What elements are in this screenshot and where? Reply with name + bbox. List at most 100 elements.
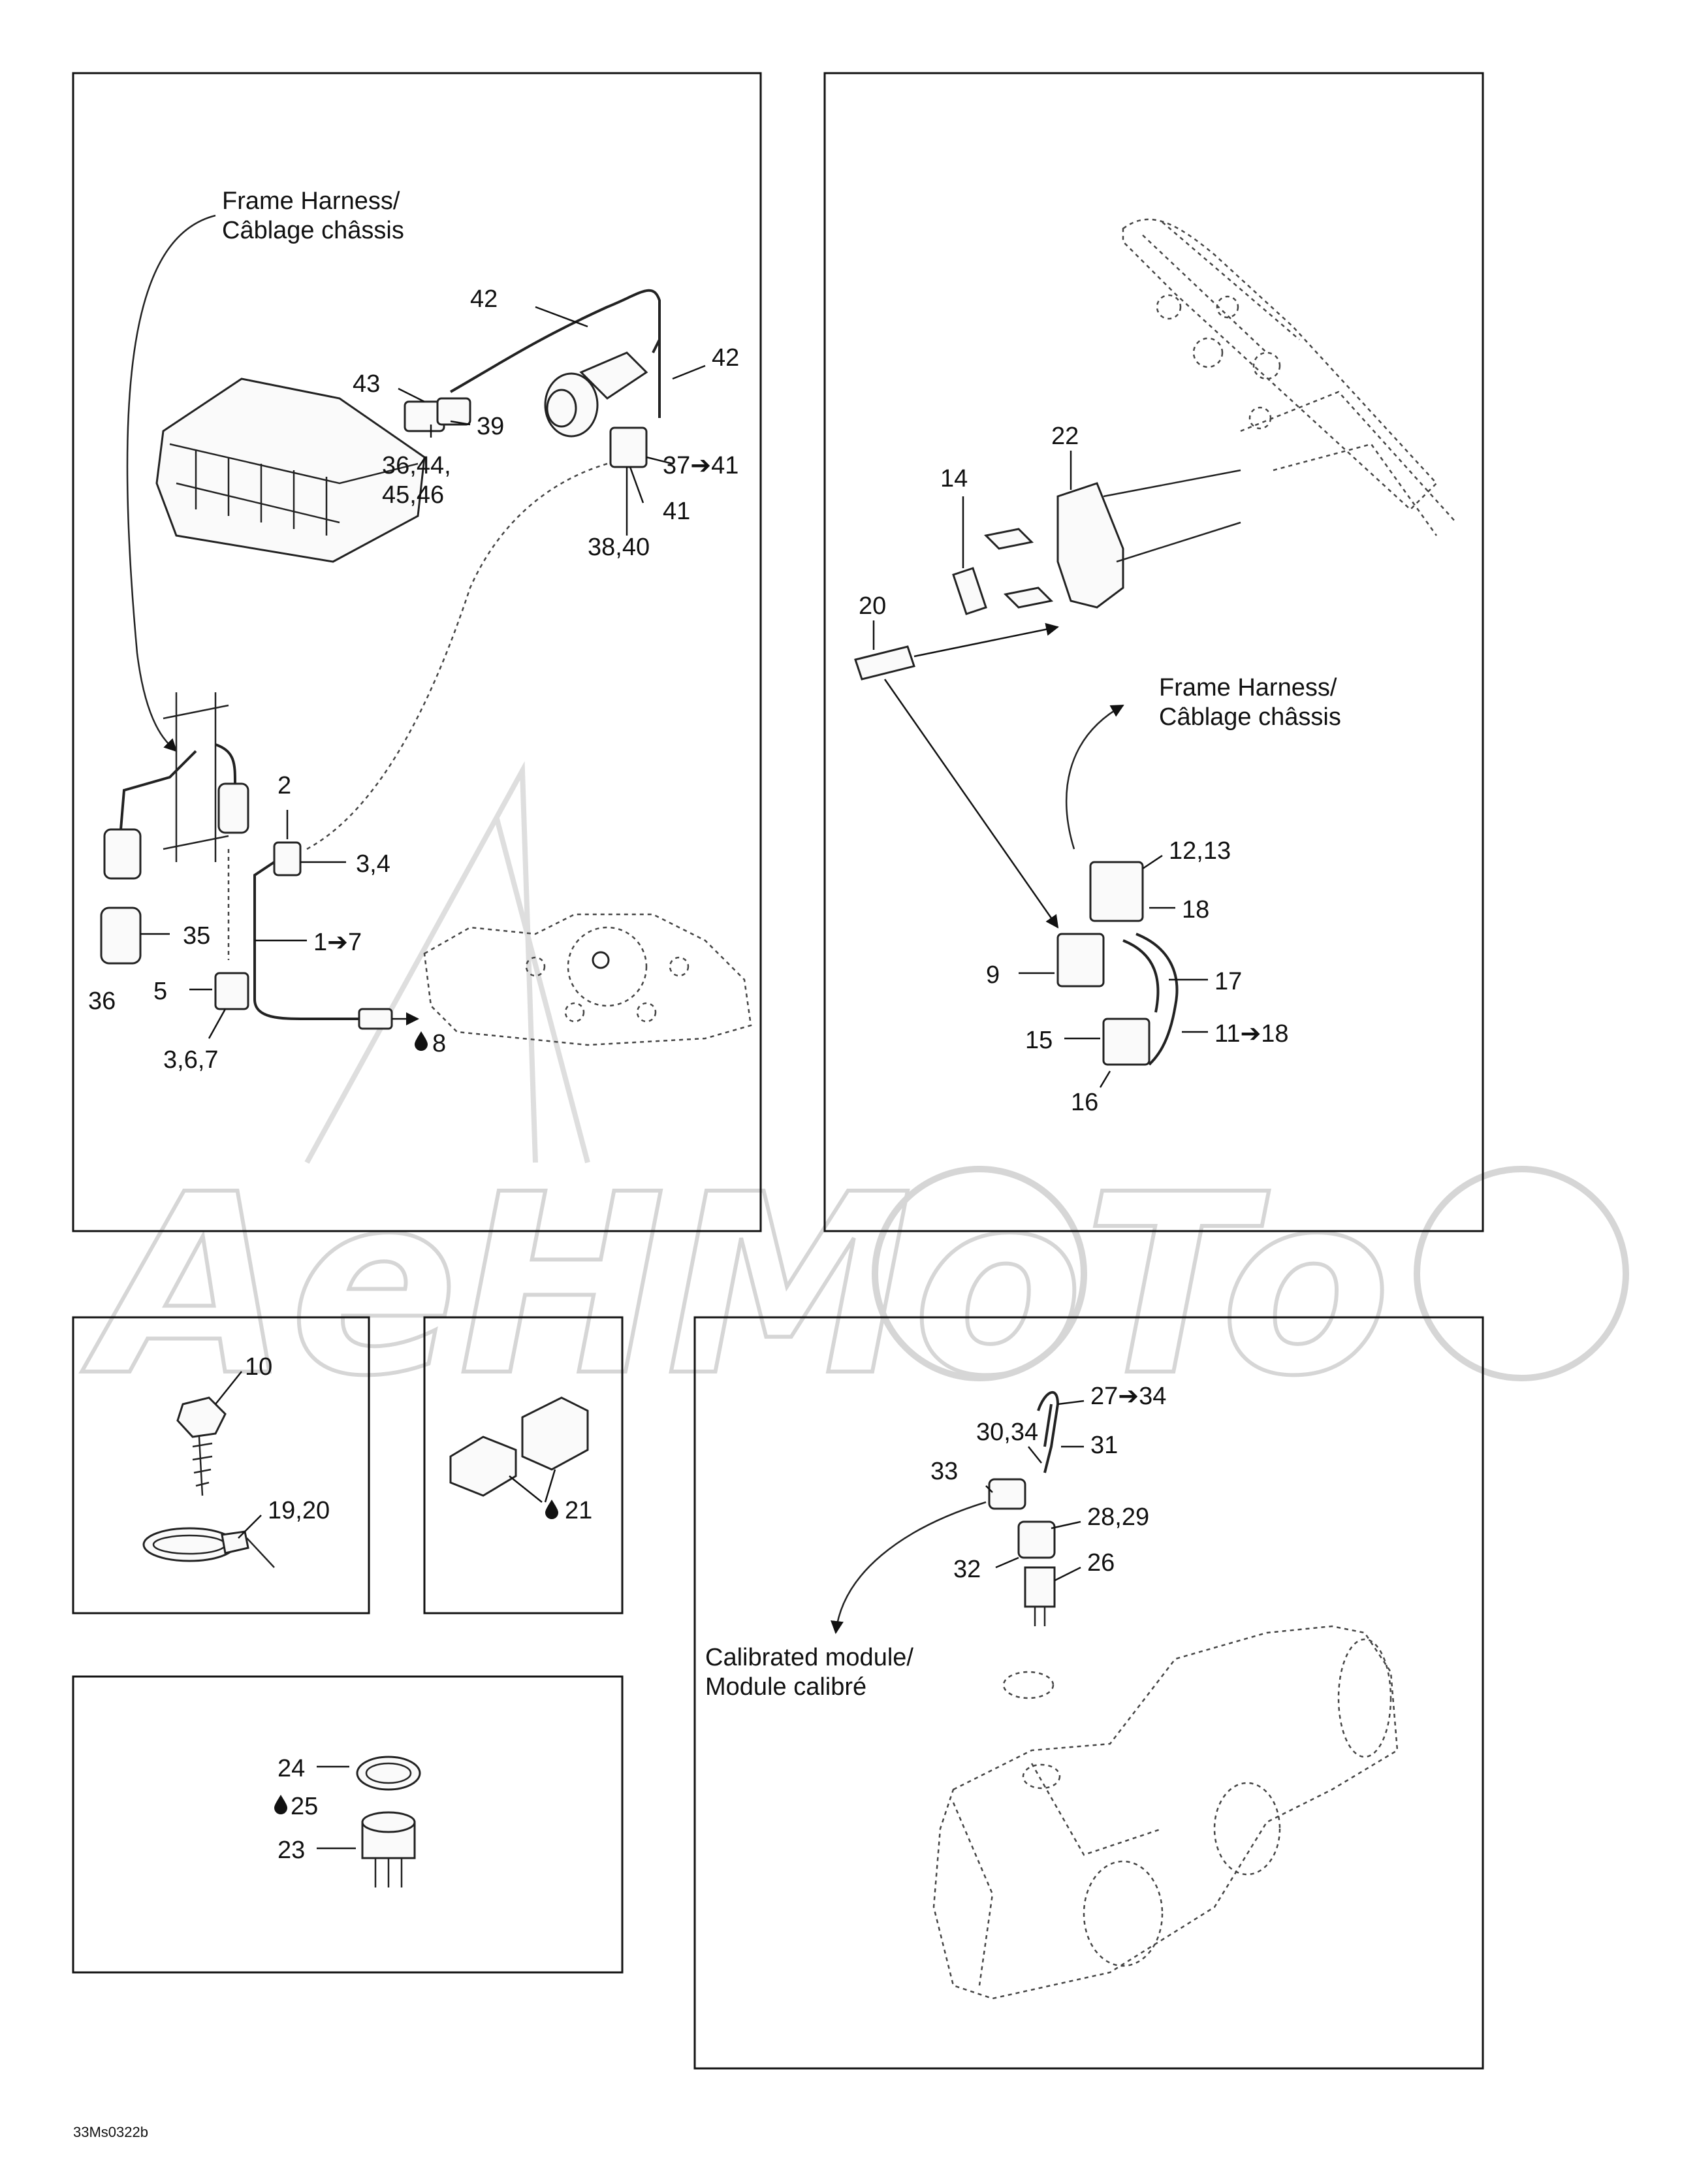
calibrated-module-note-line2: Module calibré (705, 1673, 866, 1701)
part-label: 39 (477, 413, 504, 440)
part-label: 37➔41 (663, 452, 738, 479)
part-label: 42 (470, 285, 498, 313)
clip-14 (952, 567, 987, 615)
part-label: 23 (278, 1837, 305, 1864)
part-label: 14 (940, 465, 968, 492)
part-label: 2 (278, 772, 291, 799)
key-switch (544, 351, 648, 438)
panel6-drawing: 27➔34 30,34 31 33 28,29 32 26 Calibrated… (705, 1383, 1399, 2000)
screw-10 (176, 1396, 227, 1496)
part-label: 25 (291, 1793, 318, 1820)
drop-icon (415, 1031, 428, 1051)
engine-head (423, 913, 752, 1046)
panel-relay-bracket (823, 72, 1484, 1232)
part-label: 21 (565, 1497, 592, 1524)
part-label: 35 (183, 922, 210, 950)
ecu-module (155, 377, 426, 563)
part-label: 8 (432, 1030, 446, 1057)
part-label: 17 (1214, 968, 1242, 995)
part-label: 3,4 (356, 850, 390, 878)
connector-12-13 (1089, 861, 1144, 922)
part-label: 30,34 (976, 1419, 1038, 1446)
panel4-drawing: 21 (449, 1396, 592, 1524)
panel3-drawing: 10 19,20 (142, 1353, 330, 1568)
part-label: 15 (1025, 1027, 1053, 1054)
relay-9 (1056, 933, 1105, 988)
relay-35 (100, 907, 142, 965)
sensor-8 (358, 1008, 393, 1030)
panel2-drawing: Frame Harness/ Câblage châssis 22 14 20 … (854, 218, 1457, 1116)
frame-harness-note-line2: Câblage châssis (1159, 703, 1341, 731)
connector-female (521, 1396, 589, 1471)
connector-37-41 (609, 426, 648, 468)
svg-text:AeHMoTo: AeHMoTo (78, 1141, 1391, 1430)
part-label: 28,29 (1087, 1503, 1149, 1531)
panel5-drawing: 24 25 23 (274, 1755, 421, 1887)
lead-to-35 (119, 750, 197, 830)
part-label: 31 (1090, 1432, 1118, 1459)
watermark: AeHMoTo (76, 761, 1629, 1432)
part-label: 12,13 (1169, 837, 1231, 865)
connector-3-4 (273, 841, 302, 876)
part-label: 42 (712, 344, 739, 372)
calibrated-module-note-line1: Calibrated module/ (705, 1644, 913, 1671)
part-label: 32 (953, 1556, 981, 1583)
bolt (983, 528, 1034, 550)
part-label: 26 (1087, 1549, 1115, 1577)
harness-42 (450, 289, 661, 393)
part-label: 27➔34 (1090, 1383, 1166, 1410)
frame-harness-arrow (126, 214, 216, 752)
frame-harness-note-line1: Frame Harness/ (222, 187, 400, 215)
part-label: 24 (278, 1755, 305, 1782)
bolt (1003, 586, 1054, 609)
harness-route (306, 462, 608, 850)
frame-harness-note-line2: Câblage châssis (222, 217, 404, 244)
part-label: 36 (88, 988, 116, 1015)
harness-17 (1135, 933, 1179, 1066)
part-label: 20 (859, 592, 886, 620)
panel-airbox-module (693, 1316, 1484, 2070)
panel-frame-harness-ecu (72, 72, 762, 1232)
air-box (932, 1625, 1399, 2000)
frame-harness-arrow-2 (1065, 704, 1124, 850)
panel-fasteners (72, 1316, 370, 1614)
drawing-code: 33Ms0322b (73, 2124, 148, 2140)
part-label: 41 (663, 498, 690, 525)
part-label: 10 (245, 1353, 272, 1381)
panel-sensor (72, 1675, 624, 1974)
harness-17b (1122, 939, 1160, 1013)
part-label: 11➔18 (1214, 1020, 1289, 1048)
clip-20 (854, 645, 915, 681)
panel-connector (423, 1316, 624, 1614)
part-label: 45,46 (382, 481, 444, 509)
frame-harness-note-line1: Frame Harness/ (1159, 674, 1337, 701)
connector-5 (214, 972, 249, 1010)
grommet (1002, 1671, 1055, 1699)
part-label: 22 (1051, 423, 1079, 450)
relay-socket (103, 828, 142, 880)
part-label: 5 (153, 978, 167, 1005)
harness-1-7 (253, 861, 366, 1020)
bracket-22 (1056, 482, 1124, 609)
drop-icon (274, 1795, 287, 1814)
panel1-drawing: Frame Harness/ Câblage châssis 42 42 43 … (88, 187, 752, 1074)
connector-33 (988, 1478, 1026, 1510)
part-label: 1➔7 (313, 929, 362, 956)
part-label: 19,20 (268, 1497, 330, 1524)
connector-male (449, 1436, 517, 1497)
part-label: 9 (986, 961, 1000, 989)
lead-to-sensor (215, 743, 236, 784)
drop-icon (545, 1500, 558, 1519)
cable-tie (142, 1527, 275, 1568)
part-label: 18 (1182, 896, 1209, 923)
sensor-28-29 (1017, 1520, 1056, 1559)
gasket-24 (356, 1756, 421, 1791)
part-label: 36,44, (382, 452, 451, 479)
part-label: 43 (353, 370, 380, 398)
part-label: 33 (930, 1458, 958, 1485)
connector-15-16 (1102, 1018, 1150, 1066)
part-label: 3,6,7 (163, 1046, 219, 1074)
part-label: 16 (1071, 1089, 1098, 1116)
connector-39 (436, 397, 471, 426)
